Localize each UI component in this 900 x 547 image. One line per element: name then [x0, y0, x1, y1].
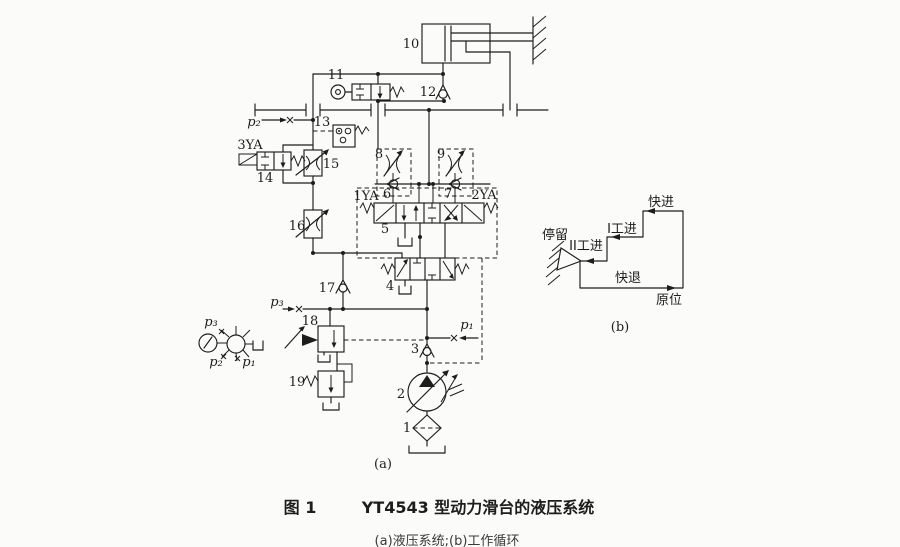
component-label-13: 13	[314, 115, 331, 130]
component-label-3: 3	[411, 342, 419, 357]
variable-pump-2: 2	[397, 370, 465, 413]
cylinder-10: 10	[403, 15, 547, 65]
cycle-feed1: I工进	[607, 222, 637, 237]
component-label-17: 17	[319, 281, 336, 296]
gauge-p3-label: p₃	[204, 315, 218, 330]
check-valve-17: 17	[319, 252, 351, 310]
component-label-1: 1	[403, 421, 411, 436]
p2-tap: p₂	[247, 115, 315, 130]
component-label-11: 11	[328, 68, 345, 83]
component-label-15: 15	[323, 157, 340, 172]
sequence-valve-18: 18	[284, 308, 424, 372]
caption-fig-number: 图 1	[284, 498, 317, 517]
component-label-5: 5	[381, 222, 389, 237]
sublabel-a: (a)	[374, 457, 392, 472]
cycle-feed2: II工进	[569, 239, 603, 254]
component-label-2ya: 2YA	[471, 188, 497, 203]
relief-valve-19: 19	[289, 363, 353, 411]
speed-valve-16: 16	[289, 175, 329, 254]
p1-tap-label: p₁	[460, 318, 474, 333]
cycle-home: 原位	[656, 293, 682, 308]
check-valve-12: 12	[376, 73, 451, 103]
component-label-4: 4	[386, 279, 394, 294]
component-label-16: 16	[289, 219, 306, 234]
stroke-valve-11: 11	[328, 68, 405, 150]
pilot-valve-5: 1YA 2YA 5	[353, 188, 499, 237]
gauge-p1-label: p₁	[242, 355, 256, 370]
gauge-p2-label: p₂	[209, 355, 223, 370]
pilot-header-line	[374, 108, 491, 203]
component-label-8: 8	[375, 147, 383, 162]
caption-subtitle: (a)液压系统;(b)工作循环	[375, 534, 520, 547]
component-label-2: 2	[397, 387, 405, 402]
cycle-fast-forward: 快进	[648, 195, 674, 210]
component-label-14: 14	[257, 171, 274, 186]
component-label-19: 19	[289, 375, 306, 390]
p2-tap-label: p₂	[247, 115, 261, 130]
component-label-18: 18	[302, 314, 319, 329]
pilot-throttle-9: 9	[437, 147, 474, 197]
solenoid-valve-14: 3YA 14	[237, 138, 315, 186]
p3-tap: p₃	[270, 295, 429, 313]
component-label-6: 6	[383, 187, 391, 202]
sublabel-b: (b)	[611, 320, 629, 335]
speed-valve-15: 15	[295, 149, 340, 177]
caption-title: YT4543 型动力滑台的液压系统	[361, 498, 595, 517]
component-label-3ya: 3YA	[237, 138, 263, 153]
work-cycle-diagram: 快进 I工进 II工进 停留 快退 原位 (b)	[542, 195, 684, 335]
component-label-9: 9	[437, 147, 445, 162]
cycle-dwell: 停留	[542, 227, 568, 243]
interstage-lines	[397, 222, 446, 259]
main-supply-line: p₁ 3	[411, 279, 479, 373]
figure-caption: 图 1 YT4543 型动力滑台的液压系统 (a)液压系统;(b)工作循环	[284, 498, 595, 547]
component-label-10: 10	[403, 37, 420, 52]
pilot-throttle-8: 8	[375, 147, 412, 197]
rod-line-and-rail	[254, 51, 549, 117]
filter-1: 1	[403, 410, 446, 454]
component-label-7: 7	[444, 187, 452, 202]
pressure-relay-13: 13	[313, 115, 370, 148]
main-valve-4: 4	[380, 257, 470, 295]
component-label-1ya: 1YA	[353, 189, 379, 204]
component-label-12: 12	[420, 85, 437, 100]
cycle-fast-return: 快退	[615, 271, 641, 286]
p3-tap-label: p₃	[270, 295, 284, 310]
pressure-gauge-selector: p₃ p₂ p₁	[198, 315, 264, 370]
